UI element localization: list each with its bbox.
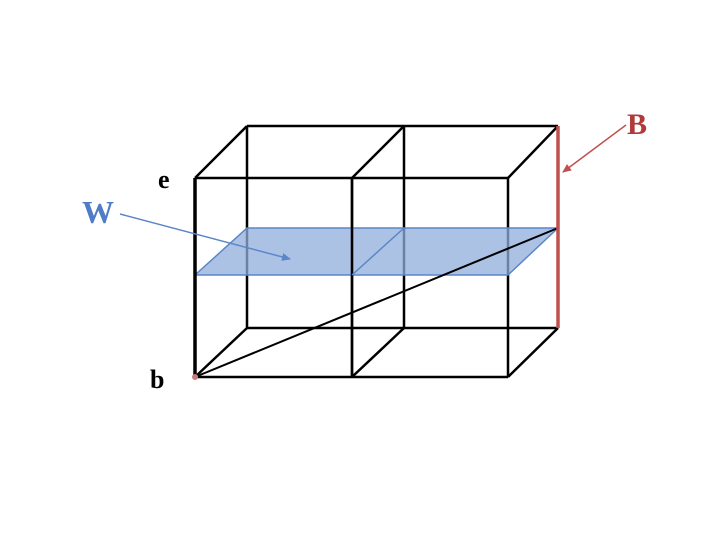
w-arrow — [119, 213, 291, 261]
plane-middle-cross — [351, 227, 405, 276]
depth-bottom-left — [194, 327, 248, 378]
depth-top-middle — [351, 125, 405, 179]
depth-bottom-middle — [351, 327, 405, 378]
depth-top-left — [194, 125, 248, 179]
label-big-b: B — [627, 108, 647, 141]
w-plane — [193, 227, 560, 276]
b-arrow — [562, 124, 627, 173]
depth-bottom-right — [507, 327, 559, 378]
label-b: b — [150, 365, 164, 394]
label-w: W — [82, 194, 114, 230]
b-point — [192, 374, 198, 380]
diagonal-line — [194, 227, 559, 378]
label-e: e — [158, 165, 170, 194]
depth-top-right — [507, 125, 559, 179]
